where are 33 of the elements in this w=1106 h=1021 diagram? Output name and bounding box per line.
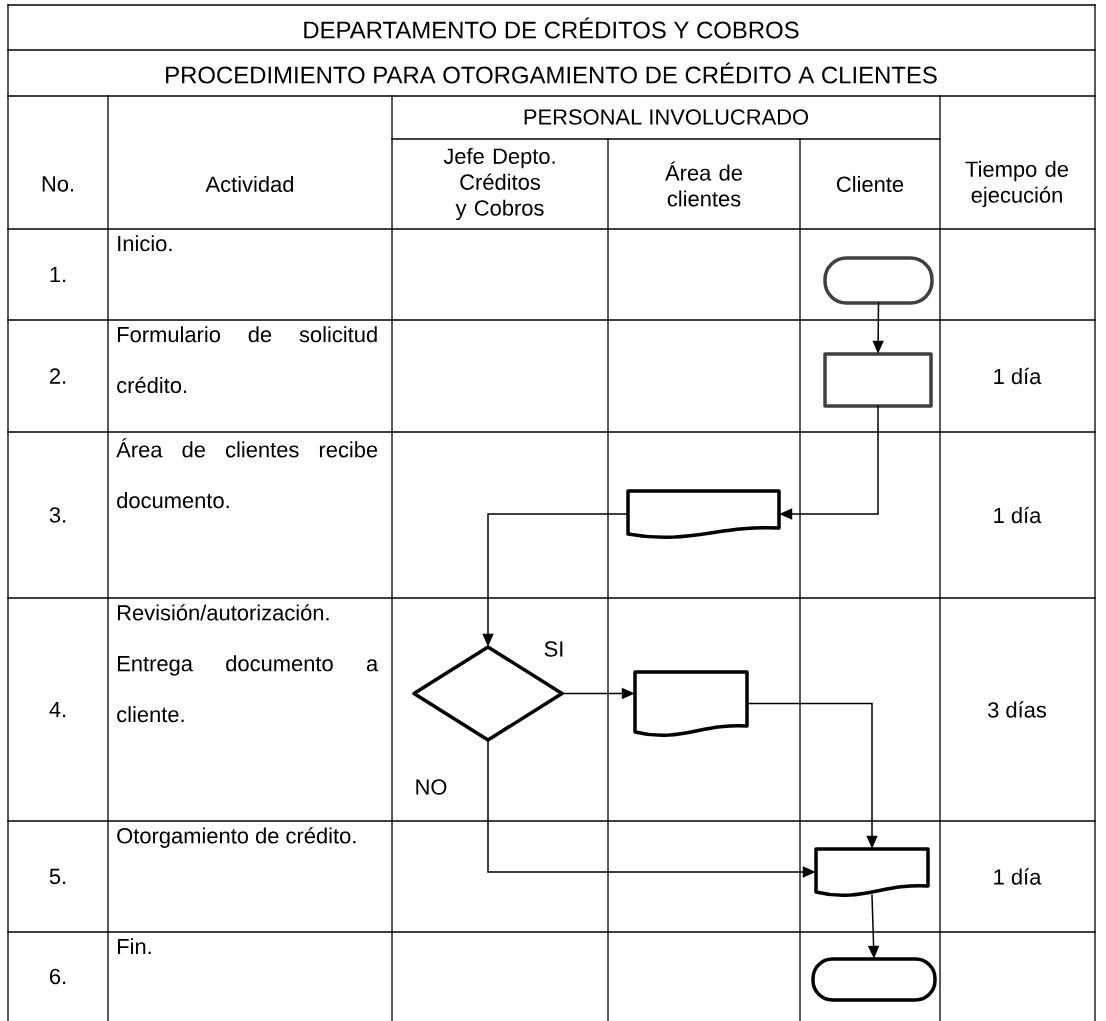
title: DEPARTAMENTO DE CRÉDITOS Y COBROS: [304, 17, 799, 39]
row-number: 3.: [49, 507, 66, 523]
activity-text: Inicio.: [118, 235, 172, 252]
column-header: Cliente: [837, 175, 904, 193]
row-number: 5.: [49, 868, 66, 885]
activity-text: Revisión/autorización. Entrega documento a cliente.: [117, 604, 379, 723]
column-header: Tiempo de ejecución: [965, 160, 1068, 208]
document-shape: [814, 847, 930, 898]
column-header: Jefe Depto. Créditos y Cobros: [443, 147, 555, 221]
column-header: Área de clientes: [665, 161, 742, 207]
terminal-shape: [811, 957, 937, 1002]
edge-label: SI: [542, 640, 566, 658]
activity-text: Otorgamiento de crédito.: [117, 827, 356, 848]
document-shape: [626, 489, 781, 540]
activity-text: Área de clientes recibe documento.: [116, 438, 378, 509]
activity-text: Fin.: [118, 938, 151, 955]
process-box: [823, 352, 933, 408]
subtitle: PROCEDIMIENTO PARA OTORGAMIENTO DE CRÉDITO A CLIENTES: [166, 62, 937, 84]
activity-text: Formulario de solicitud crédito.: [117, 326, 377, 394]
column-header: No.: [42, 176, 74, 192]
row-number: 1.: [50, 266, 66, 283]
duration-text: 3 días: [988, 701, 1047, 718]
duration-text: 1 día: [994, 506, 1042, 524]
column-header: PERSONAL INVOLUCRADO: [524, 109, 808, 125]
duration-text: 1 día: [994, 868, 1042, 885]
row-number: 2.: [50, 368, 66, 384]
row-number: 4.: [49, 701, 66, 718]
document-shape: [633, 670, 749, 738]
duration-text: 1 día: [994, 367, 1042, 385]
column-header: Actividad: [205, 175, 294, 193]
edge-label: NO: [413, 778, 449, 796]
terminal-shape: [823, 256, 934, 305]
row-number: 6.: [50, 968, 66, 985]
